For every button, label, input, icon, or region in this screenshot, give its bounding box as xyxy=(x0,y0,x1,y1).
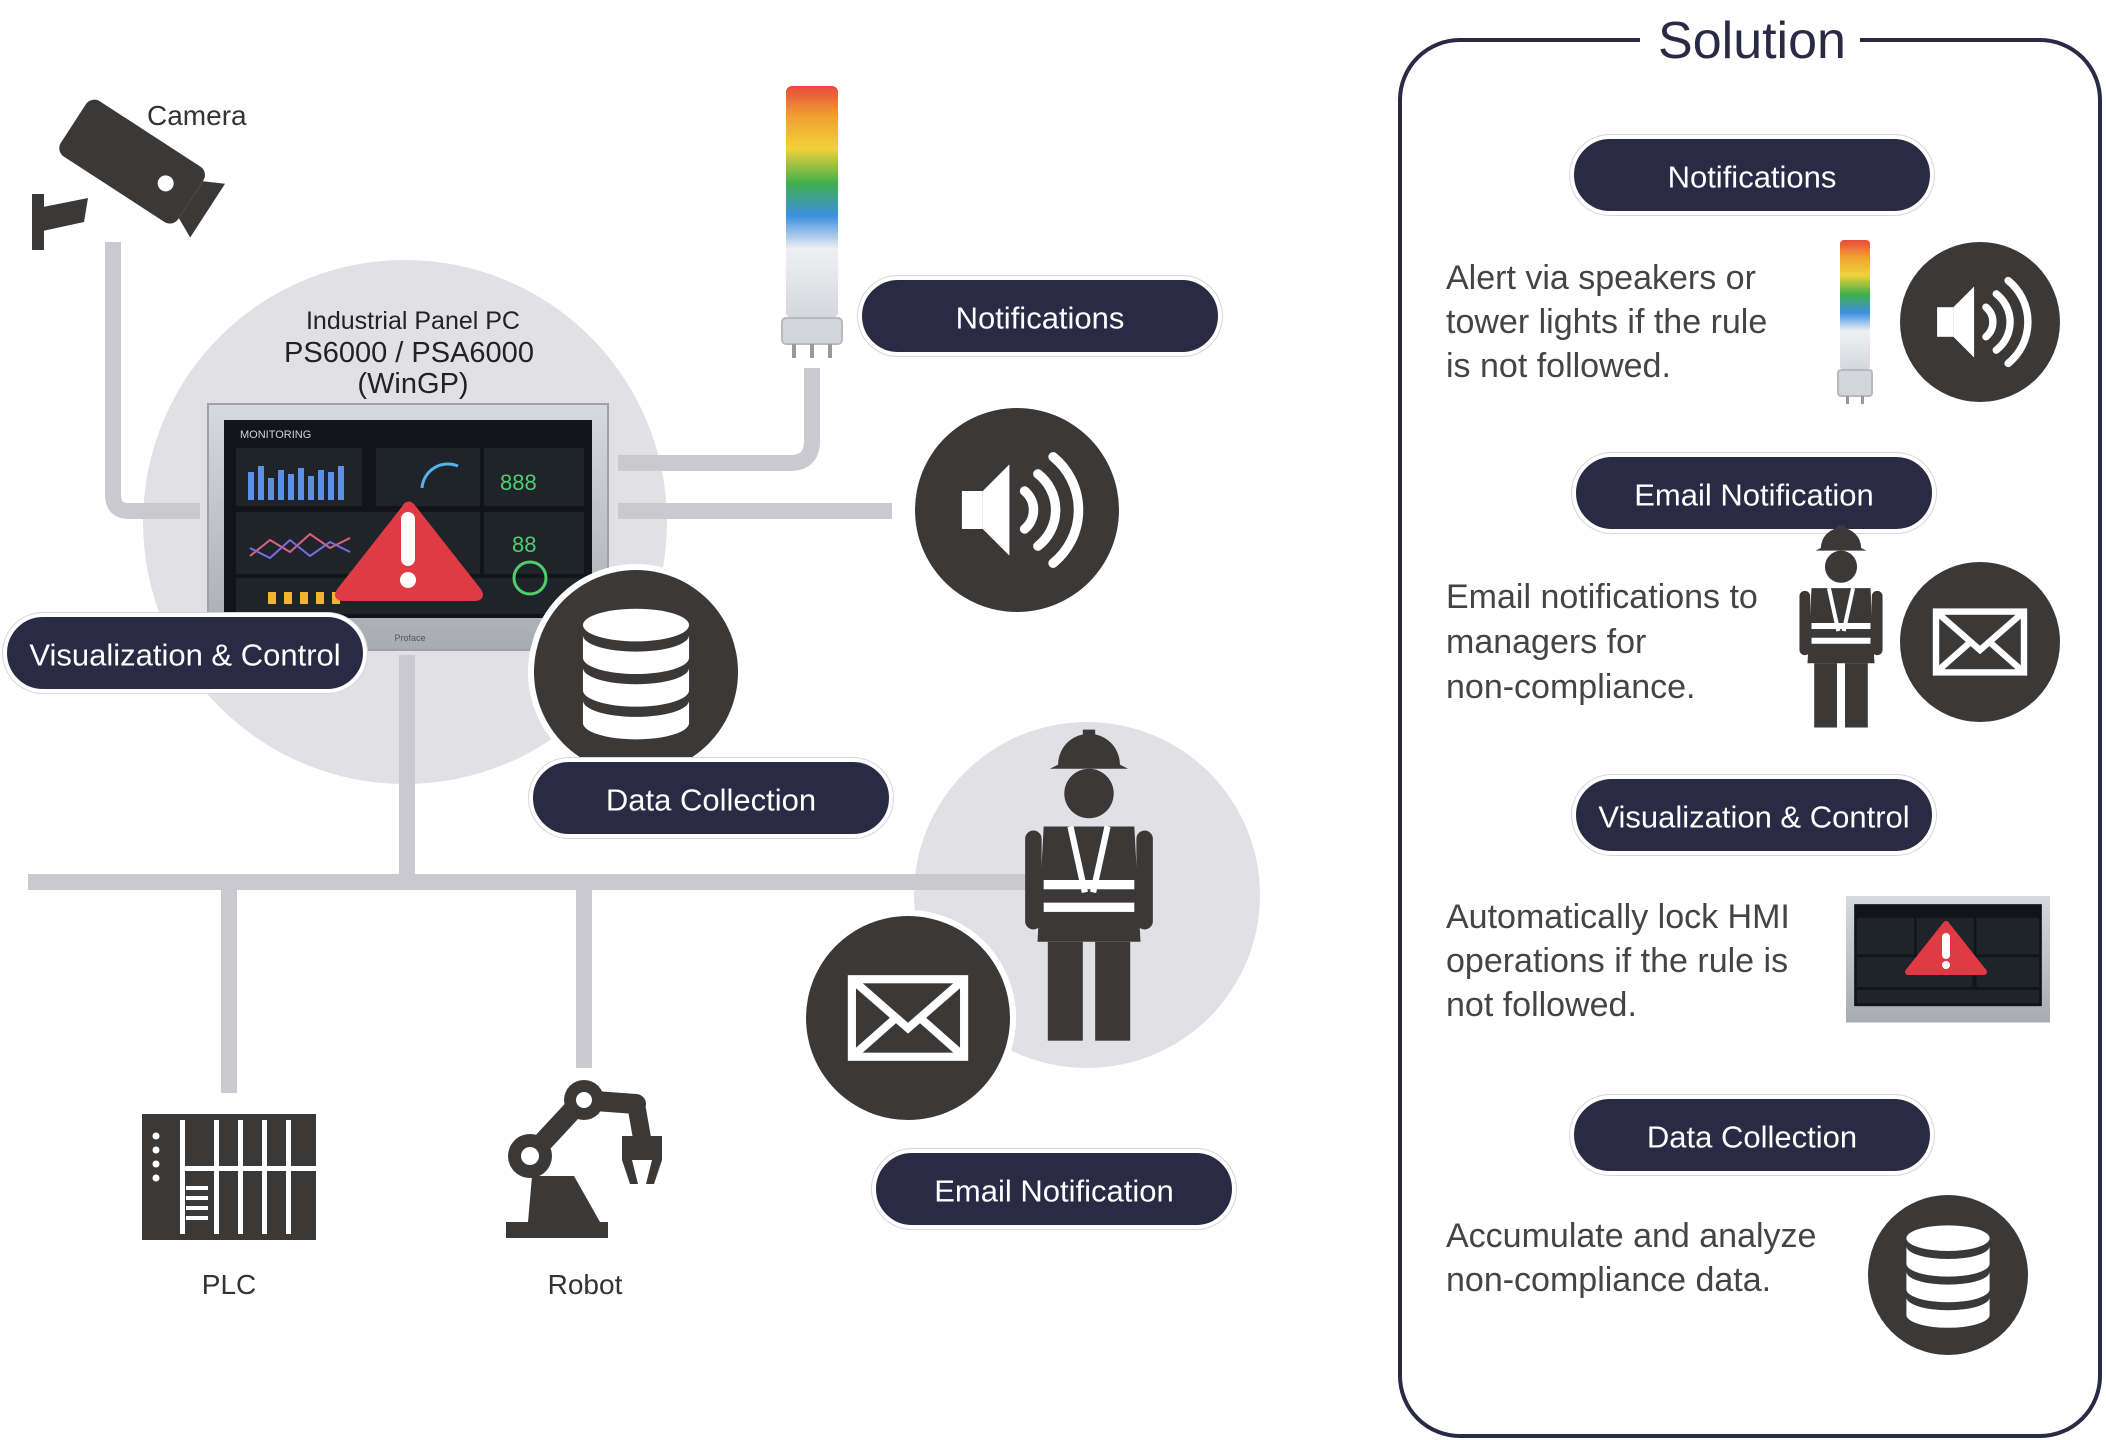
pill-email-notification: Email Notification xyxy=(871,1148,1237,1230)
pill-email-notification-label: Email Notification xyxy=(934,1174,1173,1209)
plc-label: PLC xyxy=(202,1269,256,1300)
panel-pc-title-line3: (WinGP) xyxy=(357,368,468,400)
panel-pc-title-line2: PS6000 / PSA6000 xyxy=(284,337,534,369)
database-icon xyxy=(528,564,744,780)
solution-email-line2: managers for xyxy=(1446,623,1646,661)
solution-heading-data-collection: Data Collection xyxy=(1569,1094,1935,1176)
envelope-icon xyxy=(800,910,1016,1126)
solution-visualization-line1: Automatically lock HMI xyxy=(1446,898,1790,936)
solution-data-line1: Accumulate and analyze xyxy=(1446,1217,1816,1255)
solution-panel: Solution Notifications Alert via speaker… xyxy=(1398,10,2102,1438)
pill-visualization-control: Visualization & Control xyxy=(2,612,368,694)
solution-heading-data-collection-label: Data Collection xyxy=(1647,1120,1857,1155)
solution-worker-icon xyxy=(1799,525,1882,727)
connection-wires xyxy=(28,242,1040,1093)
solution-envelope-icon xyxy=(1900,562,2060,722)
camera-icon xyxy=(32,99,226,250)
robot-icon xyxy=(506,1080,662,1238)
system-diagram: Camera Industrial Panel PC PS6000 / PSA6… xyxy=(2,86,1260,1300)
pill-data-collection-label: Data Collection xyxy=(606,783,816,818)
solution-title: Solution xyxy=(1658,12,1846,70)
speaker-icon xyxy=(915,408,1119,612)
solution-notifications-line2: tower lights if the rule xyxy=(1446,303,1767,341)
solution-visualization-line2: operations if the rule is xyxy=(1446,942,1788,980)
pill-data-collection: Data Collection xyxy=(528,757,894,839)
solution-speaker-icon xyxy=(1900,242,2060,402)
solution-heading-visualization-control: Visualization & Control xyxy=(1571,774,1937,856)
svg-text:888: 888 xyxy=(500,470,537,495)
svg-text:88: 88 xyxy=(512,532,536,557)
panel-pc-title-line1: Industrial Panel PC xyxy=(306,307,520,335)
solution-visualization-line3: not followed. xyxy=(1446,986,1637,1024)
solution-heading-email-notification-label: Email Notification xyxy=(1634,478,1873,513)
solution-email-line1: Email notifications to xyxy=(1446,578,1758,616)
tower-light-icon xyxy=(781,86,843,358)
alert-icon xyxy=(335,501,483,601)
camera-label: Camera xyxy=(147,100,247,131)
solution-heading-visualization-control-label: Visualization & Control xyxy=(1598,800,1909,835)
solution-notifications-line1: Alert via speakers or xyxy=(1446,259,1756,297)
solution-tower-light-icon xyxy=(1837,240,1873,404)
robot-label: Robot xyxy=(548,1269,623,1300)
pill-visualization-control-label: Visualization & Control xyxy=(29,638,340,673)
solution-data-line2: non-compliance data. xyxy=(1446,1261,1771,1299)
solution-panel-pc-icon xyxy=(1846,896,2050,1023)
solution-heading-email-notification: Email Notification xyxy=(1571,452,1937,534)
svg-text:Proface: Proface xyxy=(394,633,425,643)
solution-heading-notifications: Notifications xyxy=(1569,134,1935,216)
panel-screen-title: MONITORING xyxy=(240,429,311,441)
pill-notifications-label: Notifications xyxy=(956,301,1125,336)
solution-notifications-line3: is not followed. xyxy=(1446,347,1671,385)
plc-icon xyxy=(142,1114,316,1240)
solution-email-line3: non-compliance. xyxy=(1446,668,1695,706)
pill-notifications: Notifications xyxy=(857,275,1223,357)
solution-heading-notifications-label: Notifications xyxy=(1668,160,1837,195)
solution-database-icon xyxy=(1862,1189,2034,1361)
